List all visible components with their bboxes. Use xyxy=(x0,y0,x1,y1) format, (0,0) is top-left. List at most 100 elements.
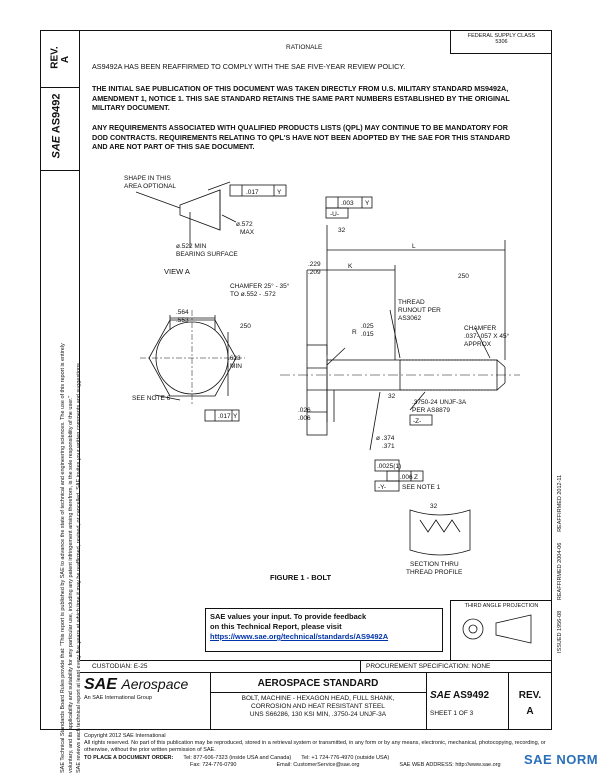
rev-box xyxy=(40,30,80,88)
logo-sae: SAE xyxy=(84,676,117,693)
finish-32-section: 32 xyxy=(430,503,438,510)
feedback-line-2: on this Technical Report, please visit xyxy=(210,622,342,631)
custodian-divider xyxy=(360,660,361,672)
fcf-017-frame xyxy=(229,184,287,197)
rev-label: REV. xyxy=(518,690,542,701)
datum-z-ref: Z xyxy=(414,474,418,481)
sidebar-divider xyxy=(40,170,80,171)
standard-title: AEROSPACE STANDARD xyxy=(257,678,379,689)
dim-623: .623 xyxy=(228,355,241,362)
fcf-003-frame xyxy=(325,196,373,209)
dim-r: R xyxy=(352,329,357,336)
doc-num: AS9492 xyxy=(452,690,490,701)
shape-note-1: SHAPE IN THIS xyxy=(124,175,172,182)
dia-572: ø.572 xyxy=(236,221,253,228)
dim-l: L xyxy=(412,243,416,250)
thread-section xyxy=(409,509,471,556)
projection-label: THIRD ANGLE PROJECTION xyxy=(464,603,539,609)
datum-y-hex: Y xyxy=(233,413,238,420)
footer-contact-row: Fax: 724-776-0790 Email: CustomerService… xyxy=(84,762,554,769)
desc-line-1: BOLT, MACHINE - HEXAGON HEAD, FULL SHANK… xyxy=(241,695,395,702)
dim-006: .006 xyxy=(298,415,311,422)
tol-003: .003 xyxy=(341,200,354,207)
title-divider-1 xyxy=(210,672,211,730)
thread-note-3: AS3062 xyxy=(398,315,422,322)
doc-number-block: SAE AS9492 xyxy=(430,690,489,701)
datum-y-frame xyxy=(374,480,400,492)
finish-250-right: 250 xyxy=(458,273,469,280)
dim-025: .025 xyxy=(361,323,374,330)
sheet-number: SHEET 1 OF 3 xyxy=(430,710,474,717)
view-a-head-outline xyxy=(179,189,221,231)
chamfer-b-2: .037-.057 X 45° xyxy=(464,332,510,340)
thread-runout-leader xyxy=(389,309,401,359)
min-label: MIN xyxy=(230,363,242,370)
figure-caption: FIGURE 1 - BOLT xyxy=(270,573,332,582)
footer-web[interactable]: SAE WEB ADDRESS: http://www.sae.org xyxy=(399,762,501,768)
dim-k: K xyxy=(348,263,353,270)
see-note-1: SEE NOTE 1 xyxy=(402,484,441,491)
note6-leader xyxy=(154,394,181,401)
bearing-surface: BEARING SURFACE xyxy=(176,251,238,258)
dia-374: ø .374 xyxy=(376,435,395,442)
footer-tel-1: Tel: 877-606-7323 (inside USA and Canada… xyxy=(183,755,292,761)
title-divider-3 xyxy=(508,672,509,730)
desc-line-2: CORROSION AND HEAT RESISTANT STEEL xyxy=(251,703,385,710)
custodian: CUSTODIAN: E-25 xyxy=(92,663,148,670)
tol-0025: .0025(1) xyxy=(377,463,401,470)
rev-value: A xyxy=(526,706,534,717)
logo-sub: An SAE International Group xyxy=(84,695,152,701)
title-rule-3 xyxy=(210,692,426,693)
paragraph-reaffirmed: AS9492A HAS BEEN REAFFIRMED TO COMPLY WI… xyxy=(92,62,406,71)
paragraph-qpl: ANY REQUIREMENTS ASSOCIATED WITH QUALIFI… xyxy=(92,123,511,151)
dia-522: ø.522 MIN xyxy=(176,243,207,250)
legal-text-2: voluntary, and its applicability and sui… xyxy=(68,395,74,773)
section-note-1: SECTION THRU xyxy=(410,561,459,568)
logo-aerospace: Aerospace xyxy=(121,676,189,692)
dim-564: .564 xyxy=(176,309,189,316)
chamfer-b-1: CHAMFER xyxy=(464,325,496,332)
thread-spec-leader xyxy=(409,391,426,411)
datum-z: -Z- xyxy=(413,418,421,425)
title-divider-2 xyxy=(426,672,427,730)
fsc-value: 5306 xyxy=(495,39,508,45)
right-margin-text: ISSUED 1956-08 REAFFIRMED 2004-06 REAFFI… xyxy=(557,393,563,653)
tol-017-hex: .017 xyxy=(218,413,231,420)
dim-209: .209 xyxy=(308,269,321,276)
dia-572-leader xyxy=(221,214,237,223)
shape-note-2: AREA OPTIONAL xyxy=(124,183,176,190)
desc-line-3: UNS S66286, 130 KSI MIN, .3750-24 UNJF-3… xyxy=(249,711,387,718)
footer-rights: All rights reserved. No part of this pub… xyxy=(84,740,546,753)
feedback-box: SAE values your input. To provide feedba… xyxy=(205,608,443,652)
see-note-6: SEE NOTE 6 xyxy=(132,395,171,402)
dia-374-leader xyxy=(369,391,381,451)
chamfer-b-3: APPROX xyxy=(464,341,492,348)
bolt-drawing: SHAPE IN THIS AREA OPTIONAL .017 Y ø.572… xyxy=(124,175,520,582)
footer-fax: Fax: 724-776-0790 xyxy=(190,762,237,768)
dia-371: .371 xyxy=(382,443,395,450)
footer-order-label: TO PLACE A DOCUMENT ORDER: xyxy=(84,755,174,761)
datum-y-ref: -Y- xyxy=(378,484,386,491)
legal-text-1: SAE Technical Standards Board Rules prov… xyxy=(60,343,66,773)
thread-spec: .3750-24 UNJF-3A xyxy=(412,399,467,406)
per-as8879: PER AS8879 xyxy=(412,407,450,414)
thread-note-1: THREAD xyxy=(398,299,425,306)
projection-box: THIRD ANGLE PROJECTION xyxy=(450,600,552,660)
left-column xyxy=(40,30,80,660)
document-frame xyxy=(40,30,552,730)
chamfer-b-leader xyxy=(474,327,491,359)
title-description: BOLT, MACHINE - HEXAGON HEAD, FULL SHANK… xyxy=(210,695,426,719)
watermark: SAE NORM xyxy=(524,752,599,767)
right-margin-issued: ISSUED 1956-08 xyxy=(557,610,563,653)
view-a-label: VIEW A xyxy=(164,267,190,276)
projection-symbol xyxy=(462,614,532,644)
right-margin-reaffirmed-2012: REAFFIRMED 2012-11 xyxy=(557,474,563,532)
feedback-line-1: SAE values your input. To provide feedba… xyxy=(210,612,367,621)
chamfer-leader xyxy=(326,347,346,366)
dim-229: .229 xyxy=(308,261,321,268)
feedback-link[interactable]: https://www.sae.org/technical/standards/… xyxy=(210,632,389,641)
datum-y: Y xyxy=(277,189,282,196)
datum-y-2: Y xyxy=(365,200,370,207)
footer-email[interactable]: Email: CustomerService@sae.org xyxy=(276,762,360,768)
datum-u-frame xyxy=(325,207,349,219)
